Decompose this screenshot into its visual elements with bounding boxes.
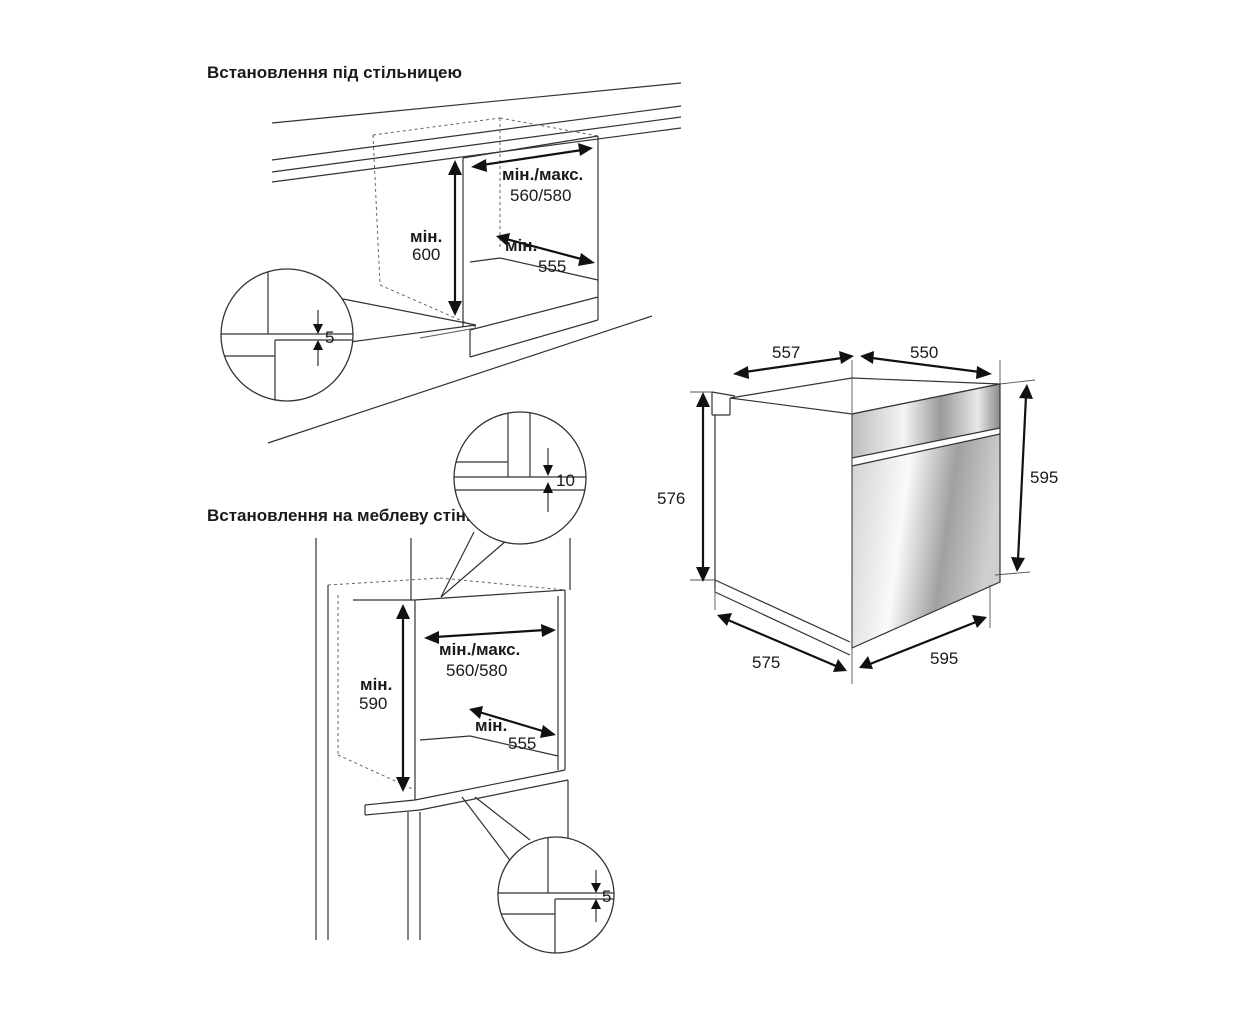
- wall-depth-value: 555: [508, 734, 536, 753]
- width-label: мін./макс.: [502, 165, 583, 184]
- depth-value: 555: [538, 257, 566, 276]
- wall-width-label: мін./макс.: [439, 640, 520, 659]
- oven-body: [711, 377, 1001, 656]
- wall-bottom-gap-value: 5: [602, 887, 611, 906]
- wall-title: Встановлення на меблеву стінку: [207, 506, 484, 525]
- gap-value: 5: [325, 328, 334, 347]
- wall-height-value: 590: [359, 694, 387, 713]
- oven-dim-left-height: 576: [657, 489, 685, 508]
- countertop-installation: Встановлення під стільницею: [207, 63, 682, 444]
- floor-line: [267, 315, 653, 444]
- wall-depth-label: мін.: [475, 716, 507, 735]
- height-value: 600: [412, 245, 440, 264]
- detail-callout-bottom-gap-5: [461, 796, 615, 954]
- detail-callout-gap-10: [440, 411, 587, 598]
- oven-dim-top-left: 557: [772, 343, 800, 362]
- dim-depth-555: [496, 233, 595, 266]
- dim-height-600: [448, 160, 462, 316]
- dim-wall-depth: [469, 706, 556, 738]
- width-value: 560/580: [510, 186, 571, 205]
- oven-dim-top-right: 550: [910, 343, 938, 362]
- dim-595-height: [1011, 384, 1033, 572]
- wall-width-value: 560/580: [446, 661, 507, 680]
- wall-installation: Встановлення на меблеву стінку: [207, 411, 615, 954]
- dim-557: [733, 351, 854, 379]
- countertop-title: Встановлення під стільницею: [207, 63, 462, 82]
- countertop-cavity: [372, 117, 599, 358]
- dim-550: [860, 351, 992, 379]
- height-label: мін.: [410, 227, 442, 246]
- countertop-surface: [271, 82, 682, 183]
- oven-dim-bottom-right: 595: [930, 649, 958, 668]
- dim-wall-width: [424, 624, 556, 644]
- dim-575: [717, 613, 847, 672]
- wall-height-label: мін.: [360, 675, 392, 694]
- dim-height-590: [396, 604, 410, 792]
- detail-callout-gap-5: [220, 268, 477, 402]
- oven-dim-right-height: 595: [1030, 468, 1058, 487]
- dim-width-560-580: [471, 143, 593, 172]
- dim-576: [696, 392, 710, 582]
- depth-label: мін.: [505, 236, 537, 255]
- oven-dimensions: 557 550 576 595 575: [657, 343, 1058, 684]
- wall-top-gap-value: 10: [556, 471, 575, 490]
- dim-595-width: [859, 615, 987, 669]
- oven-dim-bottom-left: 575: [752, 653, 780, 672]
